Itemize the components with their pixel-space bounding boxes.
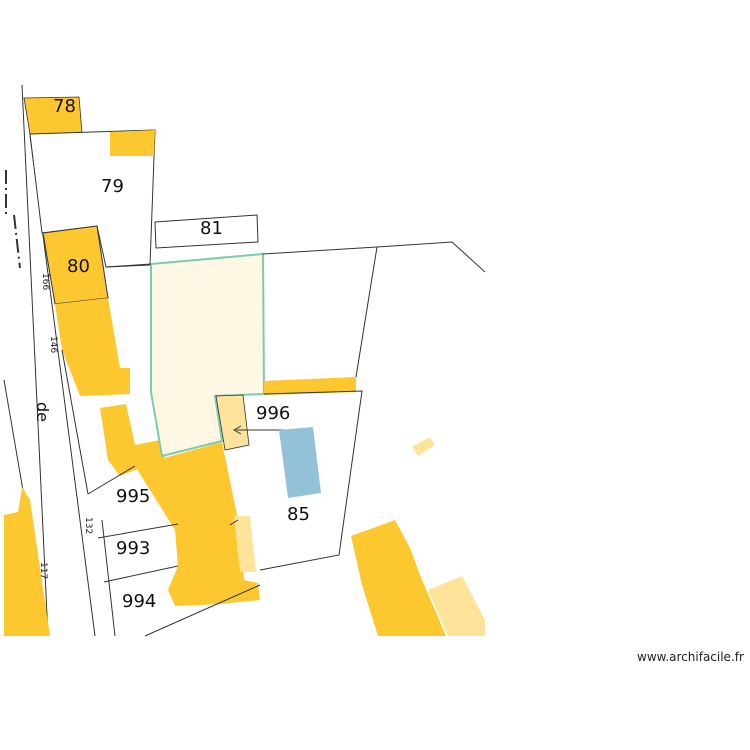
building-light-993 bbox=[234, 516, 256, 572]
building-small-right bbox=[412, 437, 435, 456]
parcel-79-building bbox=[110, 130, 155, 156]
pool bbox=[279, 427, 321, 498]
parcel-label-81: 81 bbox=[200, 218, 223, 239]
house-number-166: 166 bbox=[40, 273, 50, 290]
project-parcel bbox=[150, 252, 266, 458]
building-bottom-right bbox=[351, 520, 446, 636]
house-number-146: 146 bbox=[48, 336, 58, 353]
building-bottom-right-light bbox=[428, 576, 485, 636]
building-block-main bbox=[135, 442, 260, 606]
parcel-label-85: 85 bbox=[287, 504, 310, 525]
street-name: de bbox=[33, 402, 52, 422]
parcel-label-993: 993 bbox=[116, 538, 150, 559]
parcel-lines bbox=[61, 241, 485, 637]
building-85-strip bbox=[264, 377, 356, 395]
building-strip-b bbox=[100, 404, 166, 476]
house-number-117: 117 bbox=[38, 562, 48, 579]
parcel-996-building bbox=[215, 394, 250, 451]
parcel-label-995: 995 bbox=[116, 486, 150, 507]
parcel-label-78: 78 bbox=[53, 96, 76, 117]
parcel-81-outline bbox=[154, 214, 259, 249]
parcel-label-80: 80 bbox=[67, 256, 90, 277]
parcel-label-79: 79 bbox=[101, 176, 124, 197]
credit-link[interactable]: www.archifacile.fr bbox=[637, 650, 744, 664]
building-strip-a bbox=[55, 298, 130, 396]
house-number-132: 132 bbox=[83, 517, 93, 534]
building-left-strip bbox=[4, 487, 50, 636]
parcel-label-996: 996 bbox=[256, 403, 290, 424]
parcel-label-994: 994 bbox=[122, 591, 156, 612]
